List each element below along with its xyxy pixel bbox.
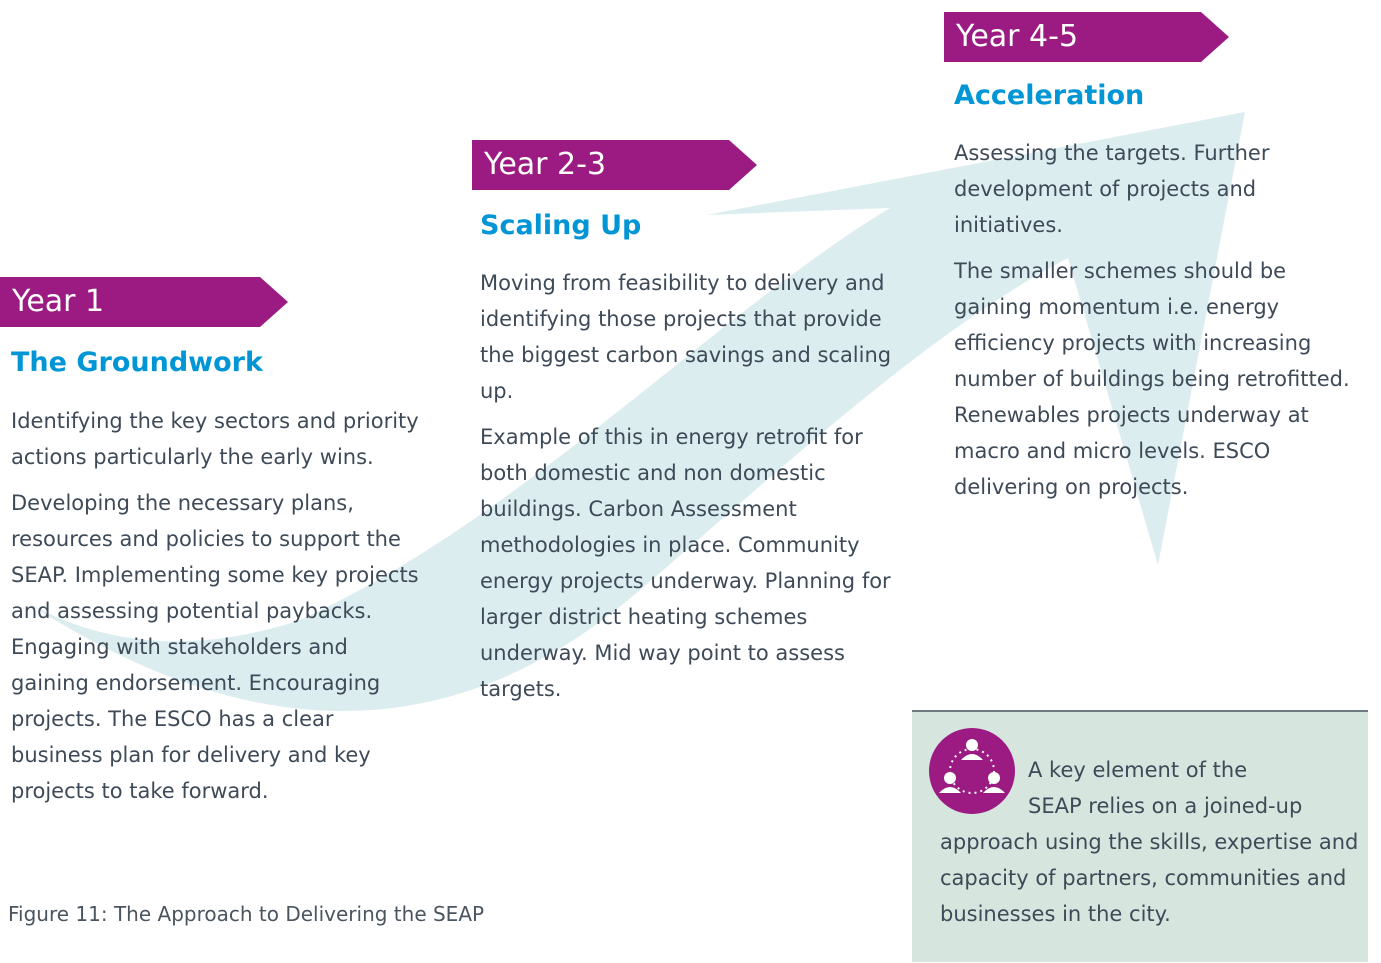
stage-2-title: Scaling Up bbox=[480, 210, 642, 241]
stage-3-title: Acceleration bbox=[954, 80, 1145, 111]
stage-1-paragraph: Developing the necessary plans, resource… bbox=[11, 491, 419, 803]
stage-1-text: Identifying the key sectors and priority… bbox=[11, 403, 427, 819]
figure-caption: Figure 11: The Approach to Delivering th… bbox=[8, 902, 485, 926]
year-4-5-tag: Year 4-5 bbox=[944, 12, 1229, 62]
note-box: A key element of the SEAP relies on a jo… bbox=[912, 710, 1368, 962]
stage-3-text: Assessing the targets. Further developme… bbox=[954, 135, 1370, 515]
note-line-1: A key element of the bbox=[1028, 758, 1248, 782]
note-line-2: SEAP relies on a joined-up bbox=[1028, 794, 1303, 818]
year-2-3-tag: Year 2-3 bbox=[472, 140, 757, 190]
stage-3-paragraph: Assessing the targets. Further developme… bbox=[954, 141, 1270, 237]
stage-2-paragraph: Example of this in energy retrofit for b… bbox=[480, 425, 891, 701]
stage-2-text: Moving from feasibility to delivery and … bbox=[480, 265, 916, 717]
stage-2-paragraph: Moving from feasibility to delivery and … bbox=[480, 271, 892, 403]
stage-3-paragraph: The smaller schemes should be gaining mo… bbox=[954, 259, 1350, 499]
stage-1-title: The Groundwork bbox=[11, 347, 263, 378]
note-rest: approach using the skills, expertise and… bbox=[940, 830, 1359, 926]
people-network-icon bbox=[929, 728, 1015, 814]
stage-1-paragraph: Identifying the key sectors and priority… bbox=[11, 409, 419, 469]
year-1-tag: Year 1 bbox=[0, 277, 288, 327]
note-text: A key element of the SEAP relies on a jo… bbox=[940, 752, 1360, 932]
